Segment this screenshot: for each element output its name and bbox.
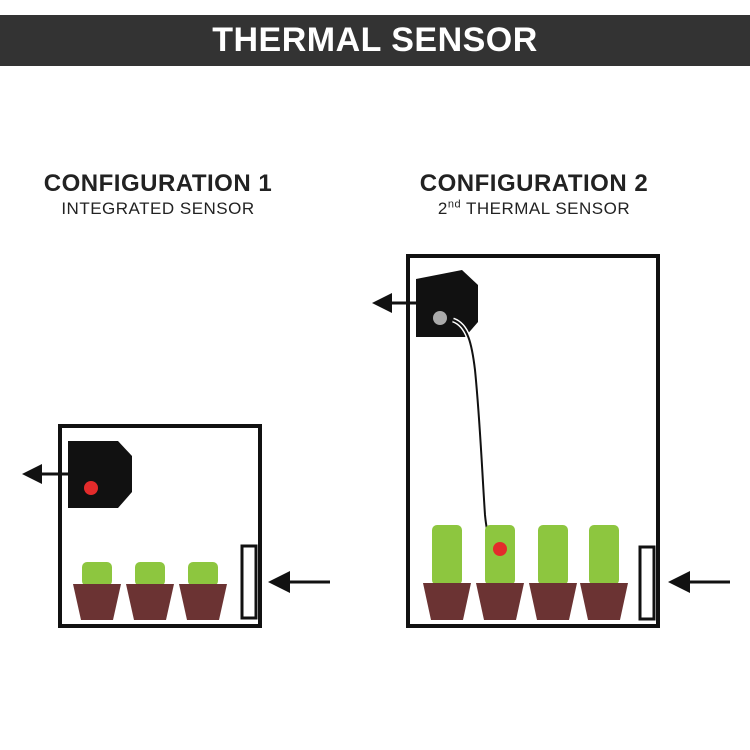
plant-pot (529, 525, 577, 620)
plants-2 (423, 525, 628, 620)
plant-pot (73, 562, 121, 620)
configuration-2-subtitle-number: 2 (437, 199, 448, 218)
sensor-cable-outline (451, 317, 500, 552)
grow-tent-2 (406, 254, 660, 628)
configuration-1-title: CONFIGURATION 1 (43, 170, 273, 197)
configuration-2-subtitle: 2nd THERMAL SENSOR (400, 198, 668, 220)
sensor-port-dot (433, 311, 447, 325)
intake-arrow-2 (668, 571, 730, 593)
plants-1 (73, 562, 227, 620)
plant-pot (179, 562, 227, 620)
plant-pot (580, 525, 628, 620)
plant-pot (476, 525, 524, 620)
intake-vent-1 (240, 544, 258, 620)
plant-pot (423, 525, 471, 620)
configuration-2-subtitle-ordinal: nd (447, 198, 462, 211)
configuration-2-subtitle-text: THERMAL SENSOR (461, 199, 631, 218)
exhaust-arrow-2 (372, 293, 440, 313)
intake-arrow-1 (268, 571, 330, 593)
integrated-sensor-dot (84, 481, 98, 495)
configuration-1-heading: CONFIGURATION 1 INTEGRATED SENSOR (30, 170, 286, 220)
grow-tent-1 (58, 424, 262, 628)
exhaust-fan-2 (416, 270, 478, 337)
configuration-2-heading: CONFIGURATION 2 2nd THERMAL SENSOR (400, 170, 668, 220)
plant-pot (126, 562, 174, 620)
exhaust-arrow-1 (22, 464, 90, 484)
configuration-1-diagram (22, 424, 330, 628)
external-sensor-dot (493, 542, 507, 556)
configuration-2-diagram (372, 254, 730, 628)
header-banner: THERMAL SENSOR (0, 15, 750, 66)
configuration-1-subtitle: INTEGRATED SENSOR (61, 199, 255, 218)
exhaust-fan-1 (68, 441, 132, 508)
intake-vent-2 (638, 545, 656, 621)
configuration-2-title: CONFIGURATION 2 (419, 170, 649, 197)
page-title: THERMAL SENSOR (212, 21, 538, 59)
sensor-cable (452, 319, 499, 550)
